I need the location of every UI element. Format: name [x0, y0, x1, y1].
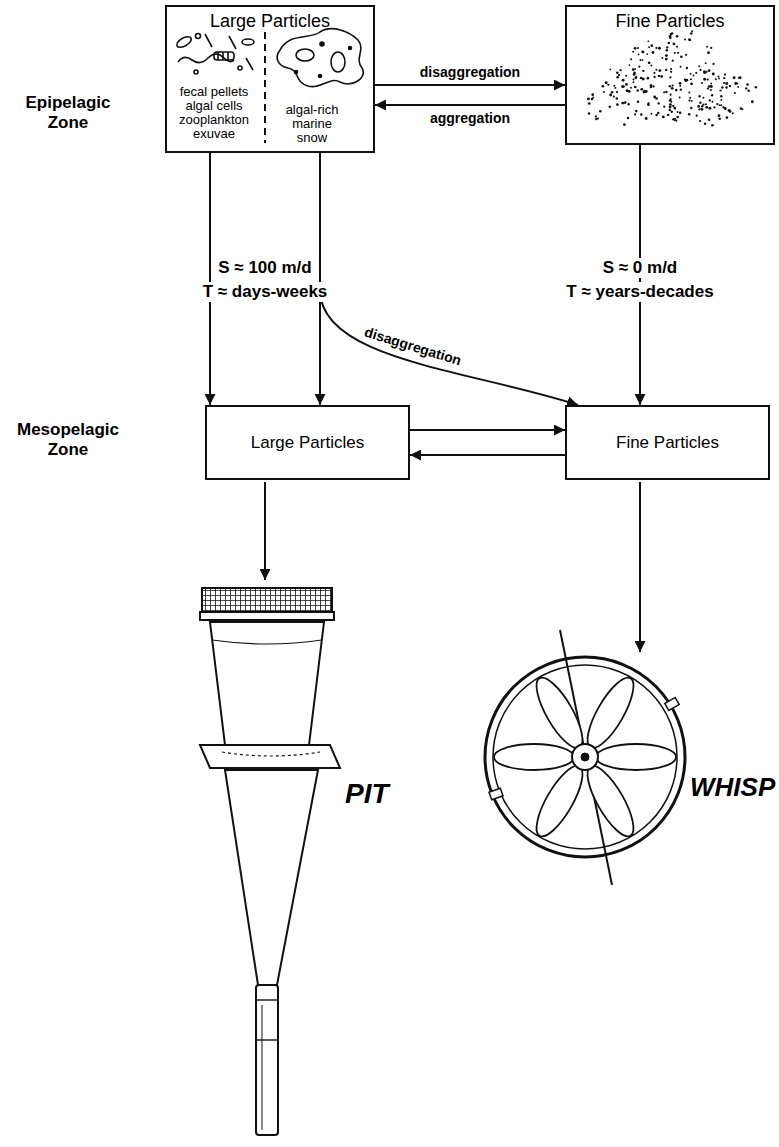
- particle-box: Fine Particles: [565, 405, 770, 480]
- particle-box: Large Particles fecal pellets algal cells…: [165, 5, 375, 153]
- flux-arrow: [375, 84, 565, 86]
- divider: [264, 32, 266, 143]
- whisp-pump: [485, 630, 685, 885]
- flux-arrow: [410, 454, 565, 456]
- flux-arrow: [320, 153, 578, 405]
- zone-label: Epipelagic Zone: [12, 93, 124, 133]
- residence-time: T ≈ days-weeks: [199, 282, 332, 302]
- particle-box: Large Particles: [205, 405, 410, 480]
- leader-arrow: [639, 482, 641, 652]
- box-heading: Large Particles: [251, 433, 364, 453]
- flux-arrow: [410, 429, 565, 431]
- flux-arrow: [375, 104, 565, 106]
- box-note: algal-rich marine snow: [279, 103, 345, 145]
- edge-label: disaggregation: [417, 64, 523, 80]
- marine-snow: [277, 29, 363, 87]
- instrument-label: WHISP: [690, 772, 775, 803]
- particle-sketch: [175, 34, 254, 75]
- zone-label: Mesopelagic Zone: [12, 420, 124, 460]
- particle-box: Fine Particles: [565, 5, 775, 145]
- fine-particle-dots: [587, 30, 757, 126]
- box-heading: Fine Particles: [567, 11, 773, 32]
- box-heading: Fine Particles: [616, 433, 719, 453]
- flux-arrow: [209, 153, 211, 405]
- edge-label: aggregation: [427, 110, 513, 126]
- sediment-trap: [200, 588, 340, 1135]
- box-heading: Large Particles: [167, 11, 373, 32]
- sinking-rate: S ≈ 100 m/d: [214, 258, 315, 278]
- instrument-label: PIT: [345, 778, 389, 810]
- sinking-rate: S ≈ 0 m/d: [599, 258, 682, 278]
- residence-time: T ≈ years-decades: [562, 282, 717, 302]
- box-note: fecal pellets algal cells zooplankton ex…: [171, 85, 257, 141]
- leader-arrow: [264, 482, 266, 580]
